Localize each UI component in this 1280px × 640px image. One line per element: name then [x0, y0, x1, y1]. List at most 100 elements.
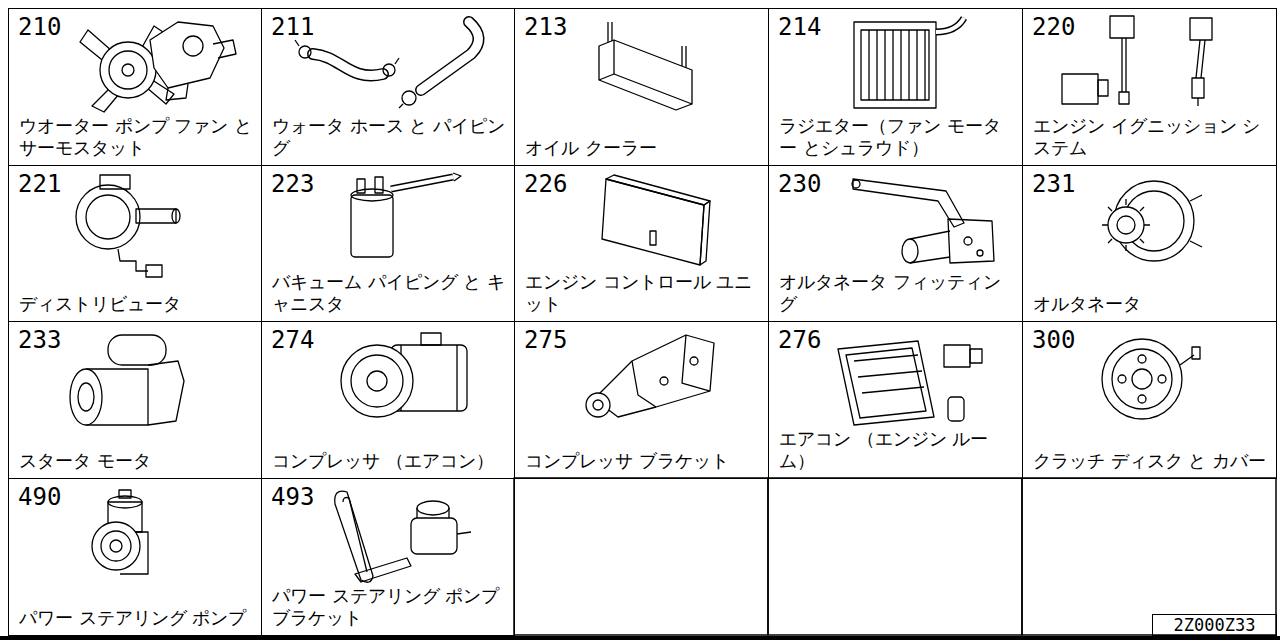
- part-group-name: バキューム パイピング と キャニスタ: [272, 271, 508, 315]
- condenser-drawing-part: [846, 348, 926, 418]
- water-pump-drawing-part: [213, 40, 236, 58]
- water-pump-drawing: [80, 22, 236, 112]
- section-number: 275: [524, 328, 567, 352]
- catalog-cell: 493パワー ステアリング ポンプ ブラケット: [261, 478, 515, 636]
- ps-bracket-drawing-part: [335, 491, 373, 582]
- catalog-cell: 220エンジン イグニッション システム: [1022, 8, 1277, 166]
- catalog-cell: 226 エンジン コントロール ユニット: [514, 165, 769, 322]
- water-hose-drawing-part: [299, 46, 311, 58]
- empty-cells-part: [514, 478, 768, 635]
- part-group-name: コンプレッサ （エアコン）: [272, 450, 508, 472]
- alternator-bracket-drawing-part: [852, 180, 860, 188]
- distributor-drawing-part: [146, 265, 162, 277]
- empty-cells-part: [768, 478, 1022, 635]
- water-hose-drawing-part: [395, 58, 399, 64]
- compressor-bracket-drawing-part: [690, 357, 698, 365]
- starter-drawing-part: [108, 335, 166, 365]
- starter-drawing-part: [78, 383, 94, 411]
- alternator-bracket-drawing-part: [853, 179, 964, 227]
- starter-drawing-part: [70, 369, 102, 425]
- catalog-cell: 300クラッチ ディスク と カバー: [1022, 321, 1277, 479]
- compressor-bracket-drawing-part: [632, 335, 710, 407]
- clutch-drawing-part: [1192, 347, 1200, 359]
- catalog-cell: 221ディストリビュータ: [8, 165, 262, 322]
- compressor-bracket-drawing-part: [660, 377, 668, 385]
- compressor-bracket-drawing-part: [593, 400, 603, 410]
- section-number: 213: [524, 15, 567, 39]
- catalog-cell: 231 オルタネータ: [1022, 165, 1277, 322]
- alternator-drawing-part: [1117, 216, 1135, 234]
- oil-cooler-drawing-part: [611, 22, 612, 41]
- starter-drawing-part: [148, 361, 184, 425]
- condenser-drawing-part: [948, 397, 964, 421]
- ps-bracket-drawing: [335, 491, 471, 582]
- ignition-drawing: [1062, 16, 1212, 106]
- alternator-bracket-drawing-part: [910, 231, 950, 263]
- alternator-bracket-drawing-part: [948, 219, 994, 263]
- empty-cells-part: [1022, 478, 1276, 635]
- section-number: 226: [524, 172, 567, 196]
- oil-cooler-drawing-part: [681, 46, 682, 66]
- ignition-drawing-part: [1125, 38, 1126, 92]
- catalog-cell: 230オルタネータ フィッティング: [768, 165, 1023, 322]
- section-number: 230: [778, 172, 821, 196]
- water-hose-drawing-part: [313, 54, 383, 76]
- canister-drawing: [351, 173, 461, 257]
- radiator-drawing-part: [861, 30, 929, 100]
- water-hose-drawing-part: [383, 64, 395, 76]
- radiator-drawing: [854, 18, 964, 108]
- water-pump-drawing-part: [122, 64, 134, 76]
- catalog-cell: 223 バキューム パイピング と キャニスタ: [261, 165, 515, 322]
- part-group-name: エンジン コントロール ユニット: [525, 271, 762, 315]
- section-number: 231: [1032, 172, 1075, 196]
- ps-pump-drawing-part: [92, 522, 140, 570]
- ignition-drawing-part: [1121, 38, 1122, 92]
- condenser-drawing: [838, 341, 982, 425]
- alternator-drawing-part: [1190, 195, 1202, 247]
- radiator-drawing-part: [936, 18, 964, 32]
- ignition-drawing-part: [1098, 80, 1108, 96]
- oil-cooler-drawing-part: [599, 40, 692, 110]
- ignition-drawing-part: [1119, 92, 1129, 104]
- water-pump-drawing-part: [166, 84, 188, 100]
- catalog-cell: 214ラジエター（ファン モーター とシュラウド）: [768, 8, 1023, 166]
- water-pump-drawing-part: [109, 51, 147, 89]
- water-hose-drawing-part: [421, 22, 479, 90]
- canister-drawing-part: [391, 177, 453, 189]
- catalog-cell: 490パワー ステアリング ポンプ: [8, 478, 262, 636]
- section-number: 223: [271, 172, 314, 196]
- alternator-bracket-drawing-part: [902, 239, 918, 263]
- water-hose-drawing-part: [313, 54, 383, 76]
- ignition-drawing-part: [1110, 16, 1134, 38]
- part-group-name: スタータ モータ: [19, 450, 255, 472]
- compressor-drawing-part: [351, 355, 403, 407]
- oil-cooler-drawing-part: [599, 74, 692, 104]
- section-number: 210: [18, 15, 61, 39]
- distributor-drawing-part: [100, 175, 130, 189]
- distributor-drawing-part: [86, 195, 130, 239]
- ps-pump-drawing-part: [119, 490, 131, 498]
- empty-cells: [514, 478, 1276, 635]
- distributor-drawing-part: [118, 249, 148, 271]
- catalog-cell: 276エアコン （エンジン ルーム）: [768, 321, 1023, 479]
- part-group-name: コンプレッサ ブラケット: [525, 450, 762, 472]
- section-number: 300: [1032, 328, 1075, 352]
- ignition-drawing-part: [1062, 74, 1098, 104]
- catalog-cell: 213オイル クーラー: [514, 8, 769, 166]
- distributor-drawing-part: [76, 185, 140, 249]
- starter-drawing: [70, 335, 184, 425]
- compressor-drawing-part: [421, 333, 441, 345]
- alternator-bracket-drawing: [852, 179, 994, 263]
- ps-bracket-drawing-part: [417, 508, 449, 518]
- condenser-drawing-part: [970, 349, 982, 363]
- ecu-drawing-part: [606, 175, 710, 205]
- part-group-name: オルタネータ: [1033, 293, 1270, 315]
- ps-bracket-drawing-part: [355, 558, 411, 582]
- catalog-cell: 233スタータ モータ: [8, 321, 262, 479]
- oil-cooler-drawing-part: [607, 22, 608, 42]
- clutch-drawing-part: [1112, 349, 1172, 409]
- bottom-rule: [0, 636, 1280, 640]
- ignition-drawing-part: [1190, 18, 1212, 40]
- oil-cooler-drawing-part: [685, 46, 686, 68]
